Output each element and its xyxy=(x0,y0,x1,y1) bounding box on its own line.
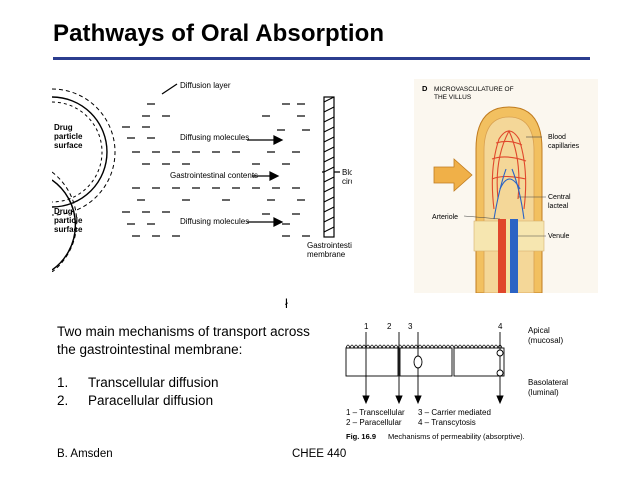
caption-bold: Fig. 16.9 xyxy=(346,432,376,441)
leader-lines xyxy=(463,136,546,237)
legend-4: 4 – Transcytosis xyxy=(418,418,476,427)
permeability-figure: 1 2 3 4 Apical (mucosal) Basolateral (lu… xyxy=(345,322,568,441)
route-number-1: 1 xyxy=(364,322,369,331)
gi-membrane xyxy=(323,96,335,238)
route-number-2: 2 xyxy=(387,322,392,331)
villus-figure: D MICROVASCULATURE OF THE VILLUS Blood c… xyxy=(414,79,598,293)
blood-circulation-line1: Blood xyxy=(342,168,352,177)
body-line-2: the gastrointestinal membrane: xyxy=(57,342,243,357)
diffusion-layer-label: Diffusion layer xyxy=(180,81,231,90)
diffusing-molecules-top-label: Diffusing molecules xyxy=(180,133,249,142)
legend-2: 2 – Paracellular xyxy=(346,418,402,427)
villus-heading-line1: MICROVASCULATURE OF xyxy=(434,86,514,93)
capillary-network xyxy=(491,129,527,220)
venule-vessel xyxy=(510,219,518,293)
body-paragraph: Two main mechanisms of transport across … xyxy=(57,323,310,359)
apical-membrane xyxy=(345,344,503,350)
slide-title: Pathways of Oral Absorption xyxy=(53,20,385,47)
blood-circulation-line2: circulation xyxy=(342,177,352,186)
drug-surface-top-line1: Drug xyxy=(54,123,73,132)
drug-surface-top-line2: particle xyxy=(54,132,83,141)
lacteal-line1: Central xyxy=(548,194,571,201)
mechanism-list: 1.Transcellular diffusion 2.Paracellular… xyxy=(57,374,219,410)
title-rule xyxy=(53,57,590,60)
drug-particle-bottom xyxy=(52,171,78,272)
diffusion-arrows xyxy=(161,83,340,227)
transport-arrows xyxy=(362,332,504,405)
legend-3: 3 – Carrier mediated xyxy=(418,408,491,417)
apical-line2: (mucosal) xyxy=(528,336,563,345)
drug-particle-top xyxy=(52,88,116,216)
lacteal-vessel xyxy=(506,219,510,293)
capillaries-line2: capillaries xyxy=(548,143,580,150)
footer-course: CHEE 440 xyxy=(292,448,347,460)
route-number-4: 4 xyxy=(498,322,503,331)
dispersed-molecules xyxy=(122,103,310,237)
basolateral-line1: Basolateral xyxy=(528,378,568,387)
input-arrow xyxy=(433,158,473,192)
epithelial-cells xyxy=(345,347,505,377)
caption-text: Mechanisms of permeability (absorptive). xyxy=(388,432,525,441)
villus-heading-line2: THE VILLUS xyxy=(434,94,472,101)
list-item: 1.Transcellular diffusion xyxy=(57,375,219,390)
footer-author: B. Amsden xyxy=(57,448,113,460)
lacteal-line2: lacteal xyxy=(548,203,569,210)
diffusion-figure: Diffusion layer Drug particle surface Dr… xyxy=(52,81,352,272)
stray-mark: ł xyxy=(285,296,288,311)
gi-contents-label: Gastrointestinal contents xyxy=(170,171,258,180)
arteriole-label: Arteriole xyxy=(432,214,458,221)
venule-label: Venule xyxy=(548,233,570,240)
capillaries-line1: Blood xyxy=(548,134,566,141)
diffusing-molecules-bottom-label: Diffusing molecules xyxy=(180,217,249,226)
legend-1: 1 – Transcellular xyxy=(346,408,405,417)
drug-surface-top-line3: surface xyxy=(54,141,83,150)
route-number-3: 3 xyxy=(408,322,413,331)
panel-letter: D xyxy=(422,84,428,93)
apical-line1: Apical xyxy=(528,326,550,335)
drug-surface-bottom-line1: Drug xyxy=(54,207,73,216)
gi-membrane-line1: Gastrointestinal xyxy=(307,241,352,250)
gi-membrane-line2: membrane xyxy=(307,250,346,259)
list-item: 2.Paracellular diffusion xyxy=(57,393,214,408)
body-line-1: Two main mechanisms of transport across xyxy=(57,324,310,339)
drug-surface-bottom-line3: surface xyxy=(54,225,83,234)
drug-surface-bottom-line2: particle xyxy=(54,216,83,225)
basolateral-line2: (luminal) xyxy=(528,388,559,397)
arteriole-vessel xyxy=(498,219,506,293)
